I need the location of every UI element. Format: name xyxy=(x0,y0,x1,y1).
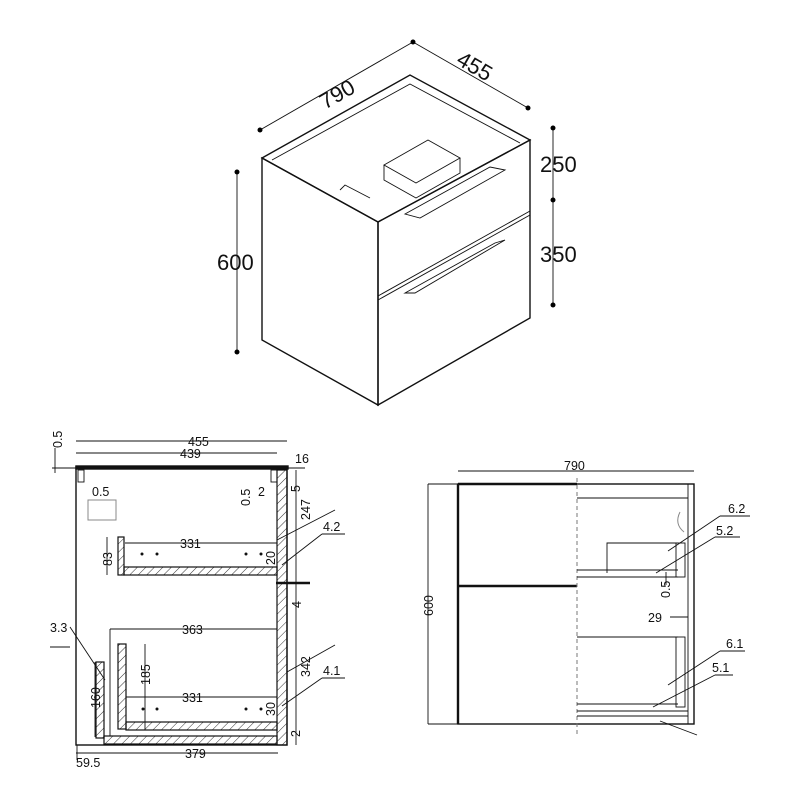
dim-247: 247 xyxy=(299,499,313,520)
dim-4: 4 xyxy=(290,601,304,608)
label-6-2: 6.2 xyxy=(728,502,745,516)
side-section-view: 455 439 0.5 0.5 0.5 2 16 5 247 4.2 83 33… xyxy=(50,431,345,770)
dim-2-bottom: 2 xyxy=(289,730,303,737)
isometric-view: 790 455 600 250 350 xyxy=(217,39,577,407)
depth-label: 455 xyxy=(453,46,497,86)
dim-29: 29 xyxy=(648,611,662,625)
dim-363: 363 xyxy=(182,623,203,637)
dim-20: 20 xyxy=(264,551,278,565)
height-label: 600 xyxy=(217,250,254,275)
label-3-3: 3.3 xyxy=(50,621,67,635)
dim-30: 30 xyxy=(264,702,278,716)
front-height-label: 600 xyxy=(422,595,436,616)
dim-59-5: 59.5 xyxy=(76,756,100,770)
label-4-1: 4.1 xyxy=(323,664,340,678)
label-6-1: 6.1 xyxy=(726,637,743,651)
dim-0-5-back: 0.5 xyxy=(92,485,109,499)
cabinet-body xyxy=(260,74,532,407)
dim-0-5-front: 0.5 xyxy=(239,489,253,506)
dim-455: 455 xyxy=(188,435,209,449)
front-width-label: 790 xyxy=(564,459,585,473)
dim-16: 16 xyxy=(295,452,309,466)
dim-0-5-top: 0.5 xyxy=(51,431,65,448)
upper-drawer-label: 250 xyxy=(540,152,577,177)
dimension-lines xyxy=(234,39,556,355)
lower-drawer-label: 350 xyxy=(540,242,577,267)
dim-5: 5 xyxy=(289,485,303,492)
dim-160: 160 xyxy=(89,687,103,708)
dim-331-lower: 331 xyxy=(182,691,203,705)
label-5-2: 5.2 xyxy=(716,524,733,538)
dim-83: 83 xyxy=(101,552,115,566)
front-panel xyxy=(276,469,288,746)
dim-185: 185 xyxy=(139,664,153,685)
dim-0-5-front-view: 0.5 xyxy=(659,581,673,598)
dim-439: 439 xyxy=(180,447,201,461)
width-label: 790 xyxy=(315,74,359,114)
dim-342: 342 xyxy=(299,656,313,677)
front-view: 790 600 6.2 5.2 0.5 29 6.1 5.1 xyxy=(422,459,750,736)
dim-379: 379 xyxy=(185,747,206,761)
dim-331-upper: 331 xyxy=(180,537,201,551)
dim-2-front: 2 xyxy=(258,485,265,499)
label-4-2: 4.2 xyxy=(323,520,340,534)
label-5-1: 5.1 xyxy=(712,661,729,675)
